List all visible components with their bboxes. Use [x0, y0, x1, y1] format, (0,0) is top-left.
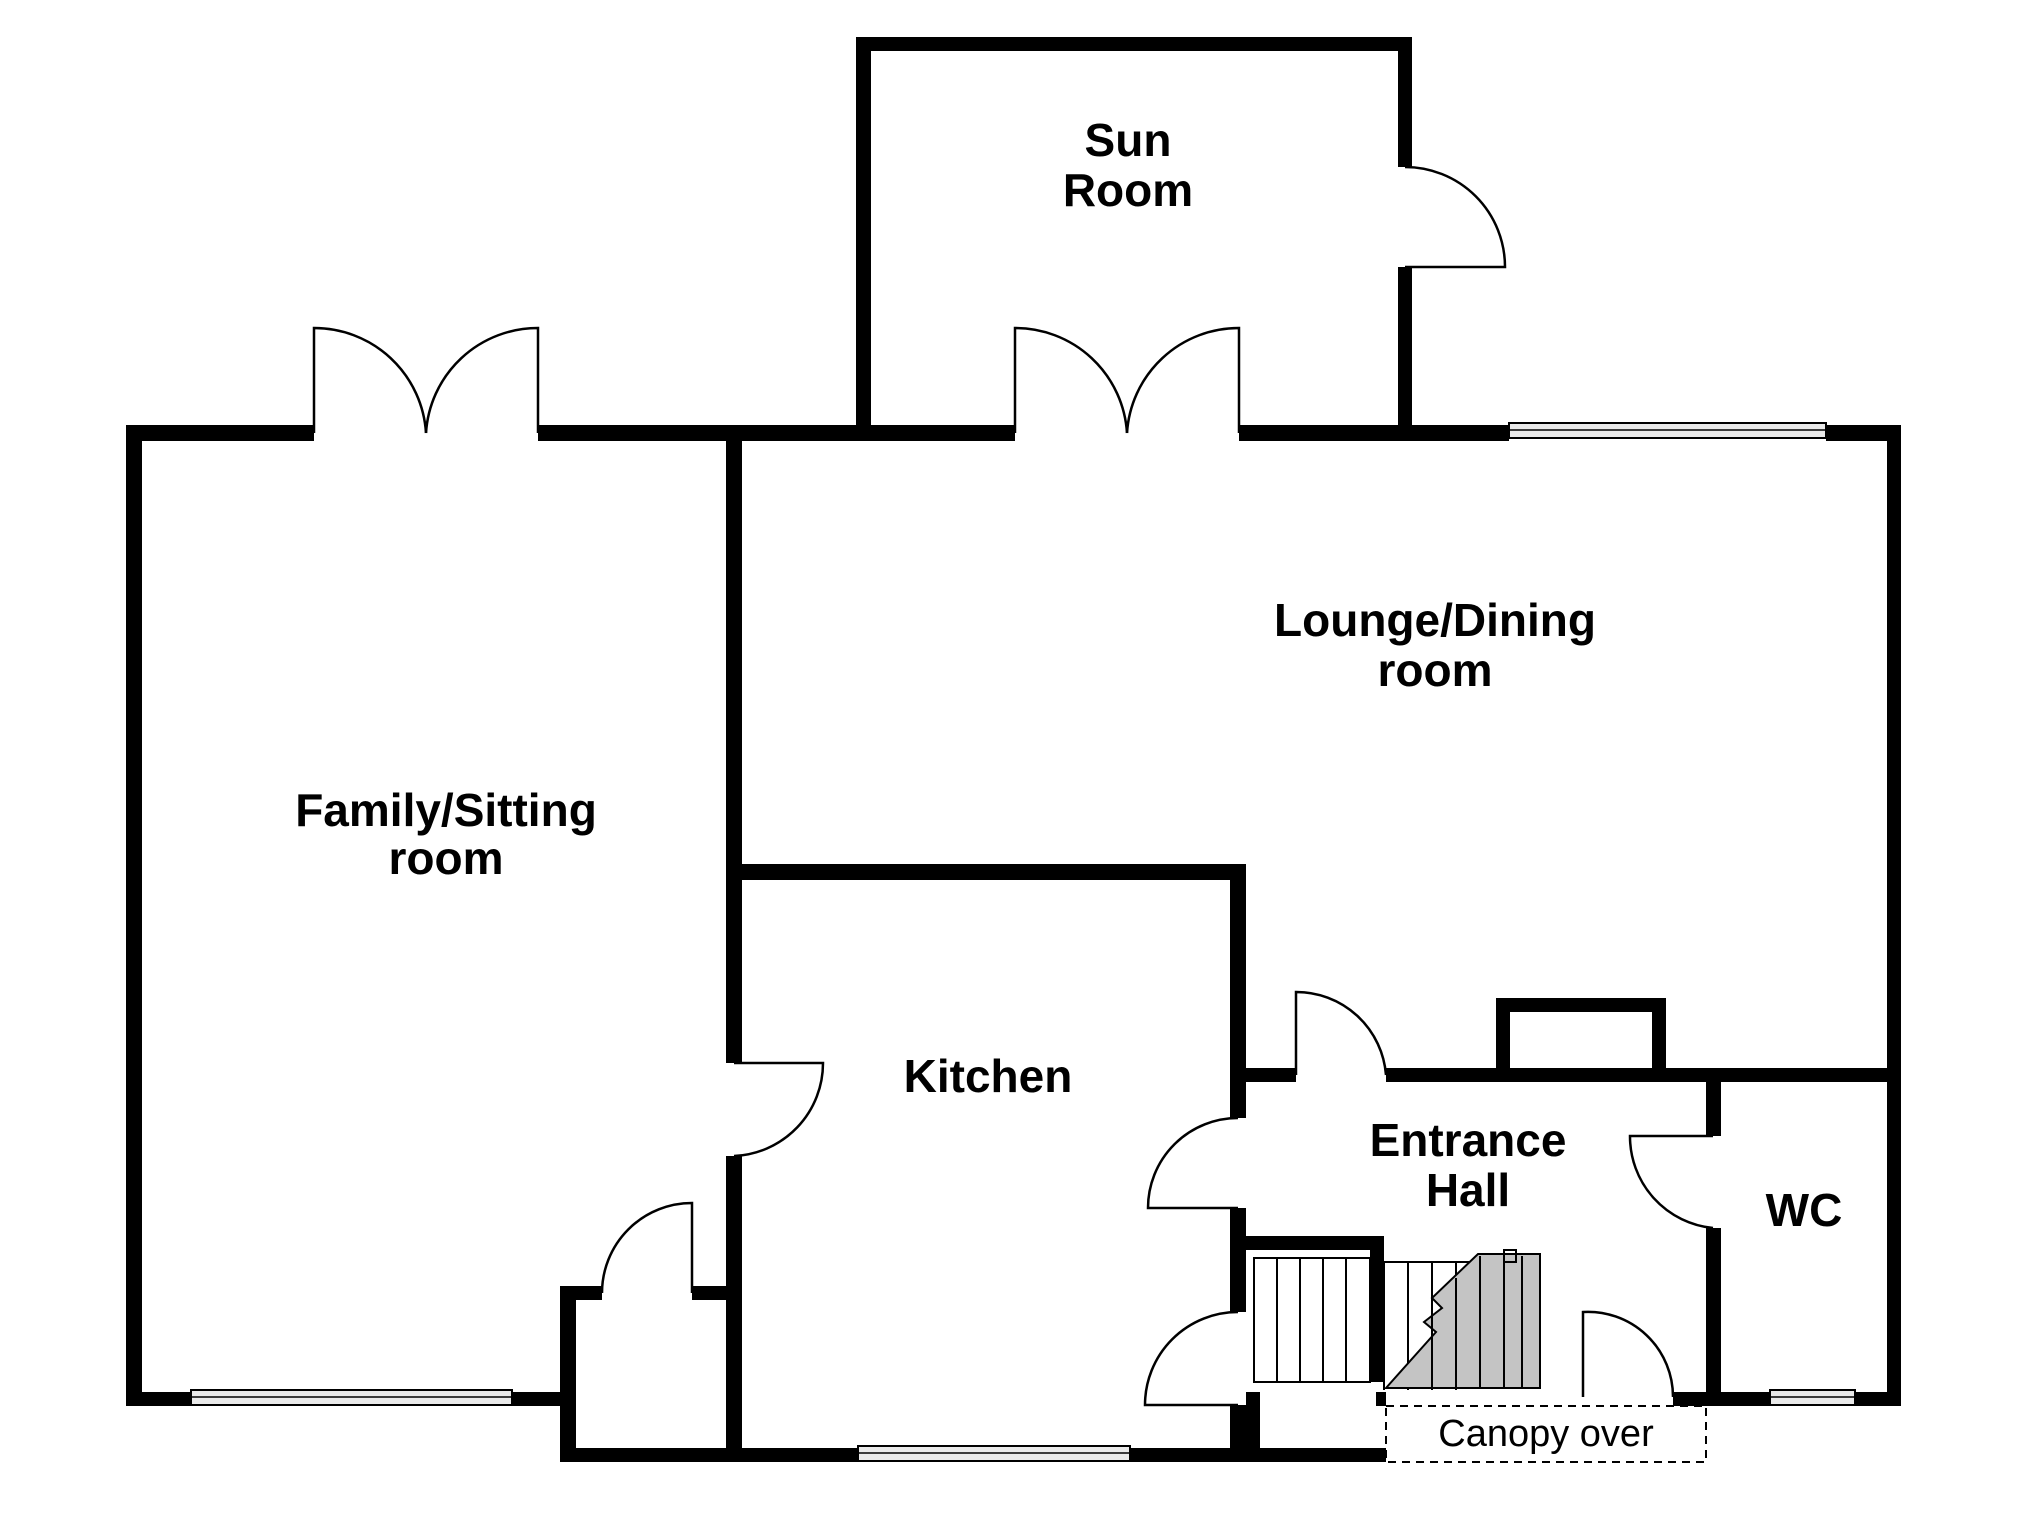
label-sun-room: Sun Room — [1063, 114, 1193, 216]
walls — [126, 37, 1901, 1462]
window-wc — [1769, 1389, 1856, 1406]
wall-kitchen-right-top — [1230, 864, 1246, 1118]
wall-hall-right — [1706, 1068, 1721, 1136]
window-lounge — [1508, 422, 1827, 439]
wall-sunroom-top — [856, 37, 1412, 51]
svg-text:Sun: Sun — [1085, 114, 1172, 166]
wall-bottom-main-left — [560, 1448, 858, 1462]
door-kitchen-hall — [1146, 1116, 1239, 1210]
svg-text:room: room — [1378, 644, 1493, 696]
wall-outer-left — [126, 425, 142, 1406]
room-labels: Sun Room Lounge/Dining room Family/Sitti… — [295, 114, 1842, 1236]
door-hall-lounge — [1294, 990, 1388, 1076]
wall-lounge-top-right — [1239, 425, 1509, 441]
label-wc: WC — [1766, 1184, 1843, 1236]
wall-understairs-top — [1246, 1236, 1384, 1250]
wall-top-far-right — [1826, 425, 1901, 441]
wall-kitchen-right-mid — [1230, 1208, 1246, 1312]
wall-understairs-bottom-left — [1246, 1392, 1260, 1462]
wall-understairs-right — [1370, 1236, 1384, 1382]
wall-wc-bottom-right — [1855, 1392, 1901, 1406]
svg-text:room: room — [389, 832, 504, 884]
svg-text:Kitchen: Kitchen — [904, 1050, 1073, 1102]
label-family-sitting: Family/Sitting room — [295, 784, 597, 884]
wall-sunroom-right-lower — [1398, 267, 1412, 429]
door-family-kitchen — [733, 1061, 825, 1158]
svg-text:Entrance: Entrance — [1370, 1114, 1567, 1166]
wall-hall-top-left — [1246, 1068, 1296, 1082]
wall-sunroom-right-upper — [1398, 37, 1412, 167]
wall-family-top-right — [538, 425, 1015, 441]
wall-hall-bottom-right — [1673, 1392, 1713, 1406]
wall-family-bottom-right — [512, 1392, 572, 1406]
wall-outer-right — [1887, 425, 1901, 1406]
door-kitchen-lower — [1143, 1310, 1239, 1407]
door-sunroom-side — [1404, 165, 1507, 269]
wall-family-top-left — [126, 425, 314, 441]
stairs-lower-flight — [1253, 1257, 1371, 1383]
svg-text:Lounge/Dining: Lounge/Dining — [1274, 594, 1596, 646]
wall-family-bottom-left — [126, 1392, 191, 1406]
doors — [312, 165, 1714, 1407]
door-front — [1581, 1310, 1675, 1398]
wall-hall-top-right — [1386, 1068, 1901, 1082]
canopy-outline — [1385, 1405, 1707, 1463]
door-wc — [1628, 1134, 1714, 1230]
svg-text:Hall: Hall — [1426, 1164, 1510, 1216]
label-kitchen: Kitchen — [904, 1050, 1073, 1102]
label-entrance-hall: Entrance Hall — [1370, 1114, 1567, 1216]
wall-cupboard-top-left — [560, 1286, 602, 1300]
label-lounge-dining: Lounge/Dining room — [1274, 594, 1596, 696]
wall-sunroom-left — [856, 37, 871, 429]
wall-wc-bottom-left — [1713, 1392, 1770, 1406]
stairs — [1253, 1249, 1541, 1390]
wall-family-divider-bottom — [726, 1156, 742, 1462]
window-family — [190, 1389, 513, 1406]
wall-family-divider-top — [726, 425, 742, 1063]
svg-text:Family/Sitting: Family/Sitting — [295, 784, 597, 836]
stairs-upper-flight — [1383, 1249, 1541, 1390]
wall-kitchen-top — [726, 864, 1246, 880]
window-kitchen — [857, 1445, 1131, 1462]
wall-hall-right-lower — [1706, 1228, 1721, 1406]
wall-chimney-left — [1496, 998, 1510, 1078]
windows — [190, 422, 1856, 1462]
wall-kitchen-right-bottom — [1230, 1405, 1246, 1462]
wall-cupboard-left — [560, 1286, 576, 1462]
wall-hall-bottom-left — [1376, 1392, 1386, 1406]
canopy-label: Canopy over — [1438, 1413, 1654, 1455]
wall-chimney-right — [1652, 998, 1666, 1078]
door-cupboard — [600, 1201, 694, 1294]
wall-chimney-top — [1496, 998, 1666, 1012]
door-sunroom-french — [1013, 326, 1241, 434]
svg-text:Room: Room — [1063, 164, 1193, 216]
door-family-french — [312, 326, 540, 434]
svg-text:WC: WC — [1766, 1184, 1843, 1236]
wall-cupboard-top-right — [692, 1286, 742, 1300]
